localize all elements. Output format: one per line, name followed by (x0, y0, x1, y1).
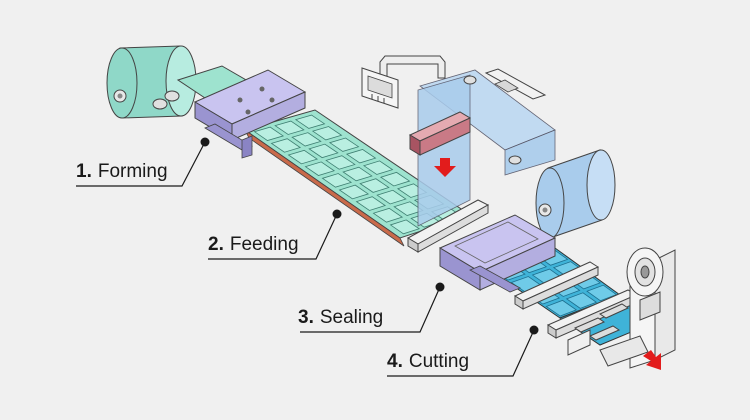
label-leaders (76, 141, 535, 377)
tray-cavity (342, 166, 373, 182)
heater-block (408, 111, 472, 156)
step-label-feeding: 2.Feeding (208, 234, 299, 256)
sealing-station (438, 214, 557, 293)
guide-rollers (152, 90, 180, 110)
step-label-sealing: 3.Sealing (298, 307, 383, 329)
tray-cavity (338, 184, 370, 200)
tray-cavity (294, 114, 326, 129)
tray-cavity (253, 126, 285, 141)
step-name: Forming (97, 161, 168, 182)
top-rail (484, 68, 547, 100)
label-dots (200, 137, 539, 335)
tray-cavity (325, 155, 356, 170)
step-number: 2. (208, 234, 224, 255)
sealed-cavity (545, 299, 578, 317)
tray-cavity (270, 138, 302, 153)
output-package (599, 335, 649, 367)
tray-cavity (291, 132, 322, 147)
top-frame (379, 55, 446, 79)
step-name: Feeding (229, 234, 299, 255)
tray-cavity (287, 149, 319, 165)
tray-cavity (304, 161, 336, 176)
cutting-blades (567, 303, 630, 356)
control-panel-icon (361, 67, 399, 109)
step-label-cutting: 4.Cutting (387, 351, 469, 373)
step-name: Cutting (408, 351, 470, 372)
red-down-arrow-icon (434, 158, 456, 177)
forming-station (193, 69, 307, 159)
tray-cavity (274, 120, 305, 135)
feed-guide (406, 199, 490, 253)
tray-cavity (362, 160, 394, 175)
tray-cavity (376, 189, 407, 205)
forming-film-roll (106, 45, 197, 119)
sealed-cavity (565, 292, 598, 309)
red-diagonal-arrow-icon (643, 350, 661, 370)
step-number: 4. (387, 351, 403, 372)
step-number: 1. (76, 161, 92, 182)
tray-cavity (345, 149, 377, 164)
tray-cavity (328, 137, 360, 152)
tray-cavity (372, 207, 404, 223)
tray-cavity (379, 171, 411, 187)
tray-cavity (359, 178, 390, 193)
tray-cavity (311, 126, 343, 141)
lid-film-roll (535, 149, 616, 239)
tray-cavity (308, 143, 339, 159)
tray-cavity (389, 219, 421, 235)
step-name: Sealing (319, 307, 384, 328)
step-label-forming: 1.Forming (76, 161, 168, 183)
lid-film (417, 69, 556, 227)
tray-cavity (355, 196, 387, 211)
tray-cavity (321, 173, 353, 188)
step-number: 3. (298, 307, 314, 328)
